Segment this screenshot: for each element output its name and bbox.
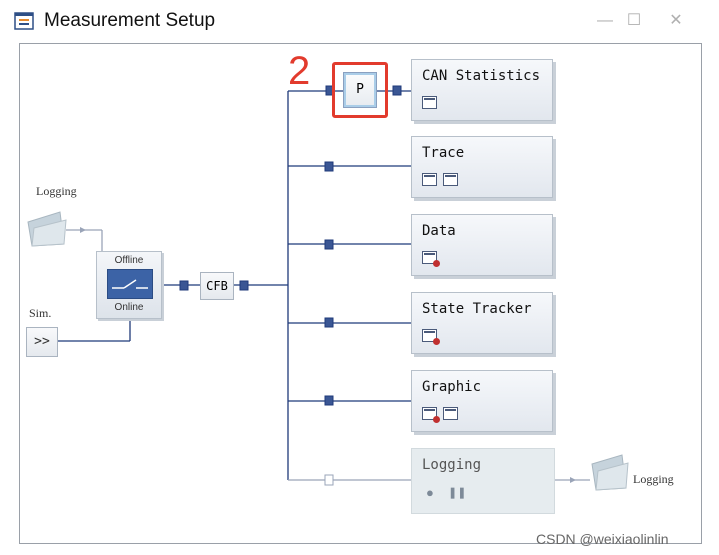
data-window-icon (422, 251, 440, 267)
can-statistics-block[interactable]: CAN Statistics (411, 59, 553, 121)
title-bar: Measurement Setup — ☐ ✕ (0, 0, 719, 42)
statistics-icon (422, 96, 437, 109)
offline-online-switch[interactable]: Offline Online (96, 251, 162, 319)
maximize-button[interactable]: ☐ (626, 12, 642, 29)
connection-lines (27, 85, 629, 491)
data-block[interactable]: Data (411, 214, 553, 276)
online-label: Online (114, 302, 144, 313)
state-tracker-block[interactable]: State Tracker (411, 292, 553, 354)
record-icon[interactable]: ● (426, 485, 434, 500)
highlight-box (332, 62, 388, 118)
logging-left-label: Logging (36, 184, 77, 198)
measurement-canvas: 2 P CAN Statistics Trace Data State Trac… (19, 43, 702, 544)
trace-window-icon (422, 173, 437, 186)
data-label: Data (422, 223, 456, 239)
state-tracker-label: State Tracker (422, 301, 532, 317)
close-button[interactable]: ✕ (669, 12, 683, 29)
logging-label: Logging (422, 457, 482, 473)
graphic-block[interactable]: Graphic (411, 370, 553, 432)
p-block[interactable]: P (343, 72, 377, 108)
sim-label: Sim. (29, 306, 52, 320)
folder-icon-right (591, 454, 629, 491)
pause-icon[interactable]: ❚❚ (448, 487, 467, 499)
state-tracker-icon (422, 329, 440, 345)
logging-right-label: Logging (633, 472, 674, 486)
graphic-window-icon (422, 407, 440, 423)
annotation-marker: 2 (288, 49, 311, 93)
logging-block[interactable]: Logging ● ❚❚ (411, 448, 555, 514)
list-icon (443, 407, 458, 420)
list-icon (443, 173, 458, 186)
can-statistics-label: CAN Statistics (422, 68, 541, 84)
offline-label: Offline (114, 255, 144, 266)
cfb-block[interactable]: CFB (200, 272, 234, 300)
trace-block[interactable]: Trace (411, 136, 553, 198)
window-title: Measurement Setup (44, 10, 216, 31)
measurement-setup-icon (14, 12, 34, 30)
graphic-label: Graphic (422, 379, 482, 395)
sim-button[interactable]: >> (26, 327, 58, 357)
switch-icon (107, 269, 153, 299)
folder-icon-left (27, 211, 67, 247)
trace-label: Trace (422, 145, 465, 161)
minimize-button[interactable]: — (597, 12, 613, 29)
watermark: CSDN @weixiaolinlin (536, 531, 669, 547)
